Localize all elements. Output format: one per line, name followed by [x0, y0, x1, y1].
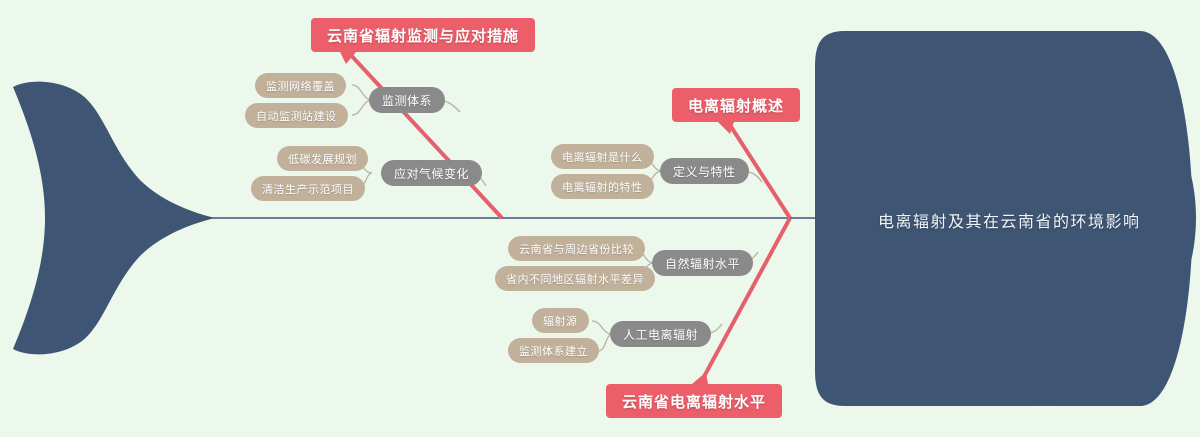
- category-radiation-monitoring[interactable]: 云南省辐射监测与应对措施: [311, 18, 536, 52]
- leaf-radiation-sources[interactable]: 辐射源: [532, 308, 589, 333]
- callout-tail-radiation-monitoring: [340, 52, 356, 64]
- leaf-monitoring-system-establishment[interactable]: 监测体系建立: [508, 338, 599, 363]
- leaf-compare-neighboring-provinces[interactable]: 云南省与周边省份比较: [508, 236, 645, 261]
- fishbone-main-title: 电离辐射及其在云南省的环境影响: [878, 214, 1141, 231]
- leaf-intraprovincial-level-difference[interactable]: 省内不同地区辐射水平差异: [495, 266, 655, 291]
- category-ionizing-overview[interactable]: 电离辐射概述: [672, 88, 801, 122]
- connector-leaf: [591, 320, 613, 335]
- branch-monitoring-system[interactable]: 监测体系: [369, 87, 446, 113]
- branch-climate-change-response[interactable]: 应对气候变化: [381, 160, 483, 186]
- fish-tail-shape: [13, 81, 215, 355]
- rib-line-yunnan-level: [698, 217, 792, 385]
- leaf-clean-production-demo-project[interactable]: 清洁生产示范项目: [251, 176, 365, 201]
- fish-head-curve: [1000, 31, 1196, 406]
- rib-line-ionizing-overview: [726, 120, 792, 220]
- callout-tail-ionizing-overview: [718, 122, 734, 134]
- branch-definition-and-characteristics[interactable]: 定义与特性: [660, 158, 749, 184]
- branch-artificial-ionizing-radiation[interactable]: 人工电离辐射: [610, 321, 712, 347]
- leaf-monitoring-network-coverage[interactable]: 监测网络覆盖: [255, 73, 346, 98]
- branch-natural-radiation-level[interactable]: 自然辐射水平: [652, 250, 754, 276]
- rib-line-radiation-monitoring: [346, 50, 504, 220]
- category-yunnan-radiation-level[interactable]: 云南省电离辐射水平: [606, 384, 783, 418]
- leaf-automatic-station-construction[interactable]: 自动监测站建设: [245, 103, 348, 128]
- leaf-ionizing-radiation-properties[interactable]: 电离辐射的特性: [551, 174, 654, 199]
- leaf-what-is-ionizing-radiation[interactable]: 电离辐射是什么: [551, 144, 654, 169]
- callout-tail-yunnan-level: [692, 372, 708, 384]
- leaf-low-carbon-development-plan[interactable]: 低碳发展规划: [277, 146, 368, 171]
